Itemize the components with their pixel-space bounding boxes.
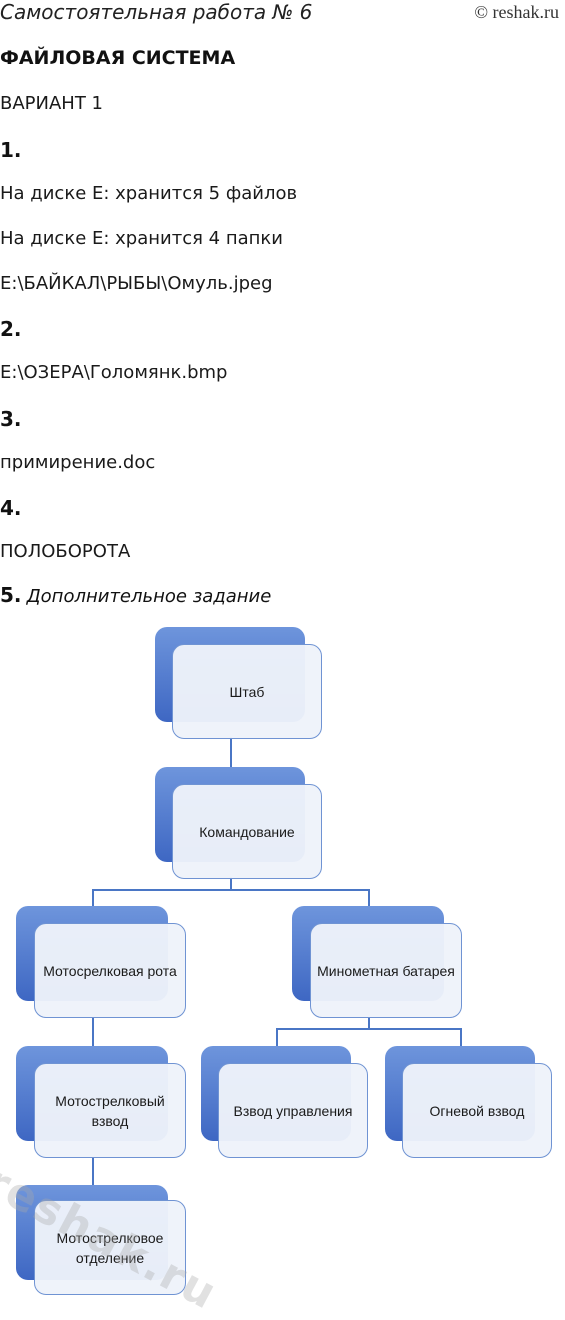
node-moto-vzvod: Мотострелковый взвод <box>34 1063 186 1158</box>
question-5-row: 5. Дополнительное задание <box>0 583 271 607</box>
connector-batareya-down <box>368 1017 370 1029</box>
node-batareya: Минометная батарея <box>310 923 462 1018</box>
question-4-line-1: ПОЛОБОРОТА <box>0 541 131 562</box>
node-moto-rota: Мотосрелковая рота <box>34 923 186 1018</box>
connector-level2-horizontal <box>92 889 370 891</box>
connector-to-vzvod-upravleniya <box>276 1028 278 1063</box>
connector-vzvod-otdelenie <box>92 1157 94 1202</box>
question-3-number: 3. <box>0 407 22 431</box>
node-shtab: Штаб <box>172 644 322 739</box>
question-1-number: 1. <box>0 138 22 162</box>
document-heading: ФАЙЛОВАЯ СИСТЕМА <box>0 47 236 69</box>
site-credit: © reshak.ru <box>474 2 559 22</box>
connector-level4-horizontal <box>276 1028 462 1030</box>
question-1-line-2: На диске E: хранится 4 папки <box>0 228 283 249</box>
question-2-number: 2. <box>0 317 22 341</box>
page-header-title: Самостоятельная работа № 6 <box>0 0 313 24</box>
variant-label: ВАРИАНТ 1 <box>0 93 103 114</box>
node-vzvod-upravleniya: Взвод управления <box>218 1063 368 1158</box>
question-1-line-3: E:\БАЙКАЛ\РЫБЫ\Омуль.jpeg <box>0 273 273 294</box>
question-5-number: 5. <box>0 583 22 607</box>
question-4-number: 4. <box>0 496 22 520</box>
question-2-line-1: E:\ОЗЕРА\Голомянк.bmp <box>0 362 228 383</box>
node-komandovanie: Командование <box>172 784 322 879</box>
node-ognevoy-vzvod: Огневой взвод <box>402 1063 552 1158</box>
connector-to-ognevoy-vzvod <box>460 1028 462 1063</box>
question-1-line-1: На диске E: хранится 5 файлов <box>0 183 298 204</box>
connector-komandovanie-down <box>230 877 232 890</box>
node-moto-otdelenie: Мотострелковое отделение <box>34 1200 186 1295</box>
connector-rota-vzvod <box>92 1017 94 1063</box>
question-3-line-1: примирение.doc <box>0 452 156 473</box>
connector-shtab-komandovanie <box>230 737 232 784</box>
question-5-label: Дополнительное задание <box>26 586 272 607</box>
